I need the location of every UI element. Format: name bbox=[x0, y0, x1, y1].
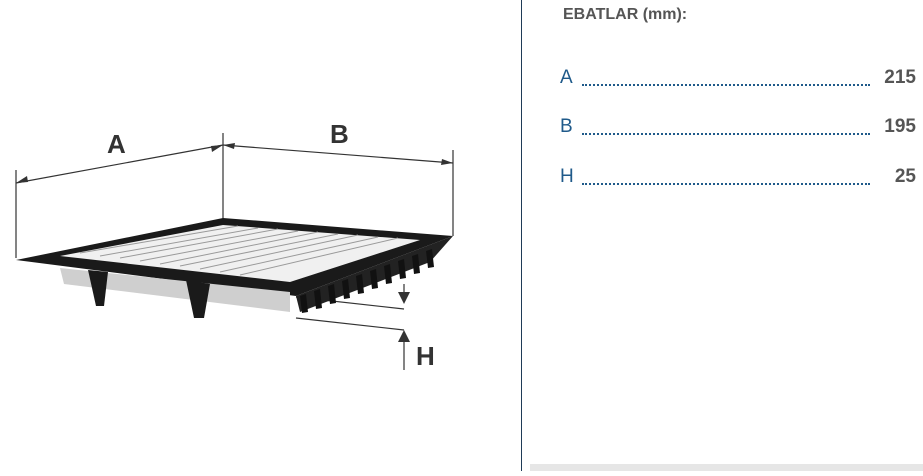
dimension-value: 195 bbox=[884, 116, 916, 137]
dimension-value: 25 bbox=[894, 166, 916, 187]
dimension-row-b: B 195 bbox=[560, 116, 916, 140]
pleat-lines bbox=[79, 225, 399, 276]
dimension-row-a: A 215 bbox=[560, 67, 916, 91]
side-fins bbox=[300, 249, 434, 313]
filter-drawing: A B H bbox=[15, 119, 454, 371]
dimension-value: 215 bbox=[884, 67, 916, 88]
dotted-leader bbox=[582, 133, 870, 135]
dimensions-panel: EBATLAR (mm): A 215 B 195 H 25 bbox=[522, 0, 923, 471]
dimension-a: A bbox=[15, 129, 224, 184]
bottom-strip bbox=[530, 464, 923, 471]
dimension-key: H bbox=[560, 166, 574, 187]
filter-diagram: A B H bbox=[15, 119, 454, 371]
divider-line bbox=[521, 0, 522, 471]
dimension-b: B bbox=[222, 119, 454, 165]
dotted-leader bbox=[582, 183, 870, 185]
dimension-row-h: H 25 bbox=[560, 166, 916, 190]
filter-body bbox=[16, 218, 453, 318]
dimension-key: B bbox=[560, 116, 573, 137]
dimension-label-h: H bbox=[416, 341, 435, 371]
dimensions-title: EBATLAR (mm): bbox=[563, 6, 688, 23]
dotted-leader bbox=[582, 84, 870, 86]
dimension-key: A bbox=[560, 67, 573, 88]
dimension-label-a: A bbox=[107, 129, 126, 159]
dimension-label-b: B bbox=[330, 119, 349, 149]
dimension-h: H bbox=[398, 284, 435, 371]
